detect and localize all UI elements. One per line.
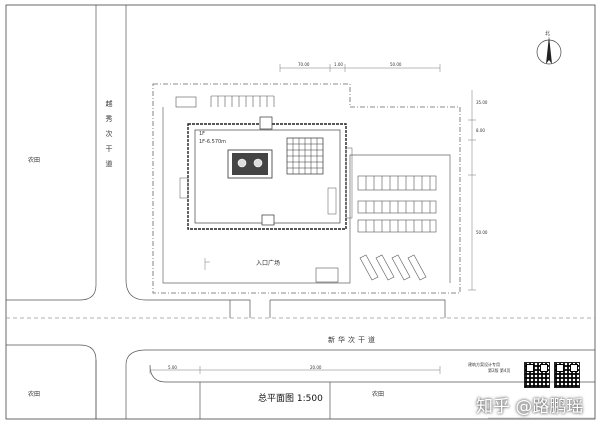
building	[179, 116, 353, 230]
lot-line	[162, 107, 451, 284]
top-parking	[175, 95, 275, 108]
site-boundary	[152, 83, 461, 294]
dimension-lines	[149, 64, 476, 374]
plaza-kiosk	[315, 267, 339, 283]
north-arrow	[536, 36, 562, 65]
right-parking	[357, 175, 437, 281]
road-left	[6, 5, 595, 419]
drawing-frame	[5, 4, 596, 420]
